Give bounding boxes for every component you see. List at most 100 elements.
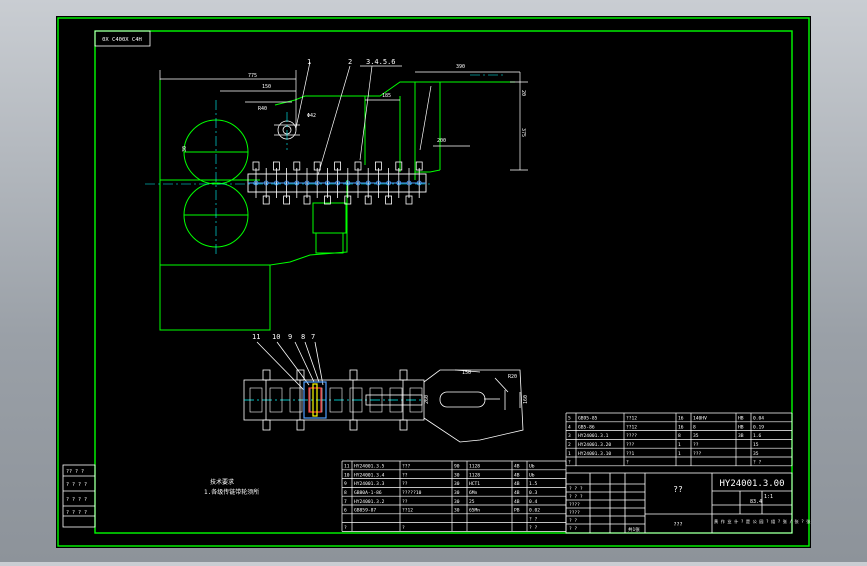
table-cell: GB5-86 <box>578 424 595 430</box>
table-cell: 1128 <box>469 464 480 470</box>
table-cell: ?????10 <box>402 490 422 496</box>
weight-value: 83.4 <box>750 499 762 505</box>
sheet-label: 共1张 <box>628 526 640 533</box>
balloon-3456: 3.4.5.6 <box>366 58 396 66</box>
table-cell: ? ? <box>529 525 538 531</box>
table-cell: 1 <box>568 451 571 457</box>
chain-link <box>374 161 382 198</box>
drawing-code-text: 0X C400X C4H <box>102 37 142 43</box>
table-cell: ???? <box>626 433 637 439</box>
table-cell: 8 <box>678 433 681 439</box>
dim-160: 160 <box>523 395 529 404</box>
label-row-0: ? ? ? <box>569 486 583 492</box>
table-cell: HB <box>738 424 744 430</box>
table-cell: 2 <box>568 442 571 448</box>
table-cell: 7 <box>344 499 347 505</box>
table-cell: Ub <box>529 464 535 470</box>
label-row-3: ???? <box>569 510 580 516</box>
table-cell: 1 <box>678 451 681 457</box>
table-cell: 35 <box>693 433 699 439</box>
dim-375: 375 <box>520 128 526 137</box>
table-cell: ?? <box>402 481 408 487</box>
table-cell: 16 <box>678 416 684 422</box>
balloon-7: 7 <box>311 333 315 341</box>
table-cell: 140HV <box>693 416 707 422</box>
chain-link <box>313 161 321 198</box>
table-cell: 4B <box>514 481 520 487</box>
revision-text-3: ? ? ? ? <box>66 510 87 516</box>
table-cell: 10 <box>344 472 350 478</box>
table-cell: 0.19 <box>753 424 764 430</box>
table-cell: 4B <box>514 490 520 496</box>
table-cell: 3 <box>568 433 571 439</box>
dim-phi42: Φ42 <box>307 113 316 119</box>
chain-link <box>405 168 413 205</box>
chain-link <box>344 168 352 205</box>
table-cell: 16 <box>678 424 684 430</box>
revision-text-0: ?? ? ? <box>66 469 84 475</box>
drawing-code-box: 0X C400X C4H <box>94 30 151 47</box>
table-cell: ? ? <box>753 460 762 466</box>
plan-link <box>399 369 408 431</box>
table-cell: ? <box>568 460 571 466</box>
table-cell: 3B <box>738 433 744 439</box>
balloon-10: 10 <box>272 333 280 341</box>
chain-link <box>415 161 423 198</box>
plan-roller <box>269 387 283 413</box>
table-cell: HB <box>738 416 744 422</box>
table-cell: 1128 <box>469 472 480 478</box>
table-cell: 30 <box>454 508 460 514</box>
dim-185: 185 <box>382 93 391 99</box>
table-cell: GB859-87 <box>354 508 376 514</box>
table-cell: ? <box>402 525 405 531</box>
table-cell: 5 <box>568 416 571 422</box>
plan-view-links <box>249 369 423 431</box>
table-cell: 30 <box>454 472 460 478</box>
table-cell: ??12 <box>626 424 637 430</box>
table-cell: ??1 <box>626 451 635 457</box>
table-cell: 30 <box>454 490 460 496</box>
chain-link <box>303 168 311 205</box>
table-cell: 6Mn <box>469 490 478 496</box>
table-cell: 8 <box>344 490 347 496</box>
table-cell: HY24001.3.3 <box>354 481 385 487</box>
table-cell: 0.04 <box>753 416 764 422</box>
plan-roller <box>369 387 383 413</box>
balloon-11: 11 <box>252 333 260 341</box>
table-cell: ?? <box>693 442 699 448</box>
plan-roller <box>349 387 363 413</box>
title-footer: 黄 作 业 什 ? 是 公 园 ? 组 ? 张 / 张 ? 张 <box>714 518 811 525</box>
front-view <box>159 80 515 331</box>
table-cell: PB <box>514 508 520 514</box>
table-cell: 0.4 <box>529 499 538 505</box>
drawing-sheet <box>56 16 811 548</box>
label-row-4: ? ? <box>569 518 577 524</box>
table-cell: 30 <box>454 481 460 487</box>
table-cell: 11 <box>344 464 350 470</box>
table-cell: ? ? <box>529 516 538 522</box>
dim-r20b: R20 <box>508 374 517 380</box>
centerlines <box>145 74 505 255</box>
table-cell: HY24001.3.20 <box>578 442 611 448</box>
table-cell: 30 <box>454 499 460 505</box>
plan-roller <box>409 387 423 413</box>
label-row-2: ???? <box>569 502 580 508</box>
revision-block <box>62 464 96 528</box>
table-cell: Ub <box>529 472 535 478</box>
balloon-9: 9 <box>288 333 292 341</box>
table-cell: 4B <box>514 472 520 478</box>
dim-150: 150 <box>262 84 271 90</box>
dim-200: 200 <box>437 138 446 144</box>
plan-view-arm <box>423 369 524 443</box>
table-cell: HCT1 <box>469 481 480 487</box>
dim-150b: 150 <box>462 370 471 376</box>
